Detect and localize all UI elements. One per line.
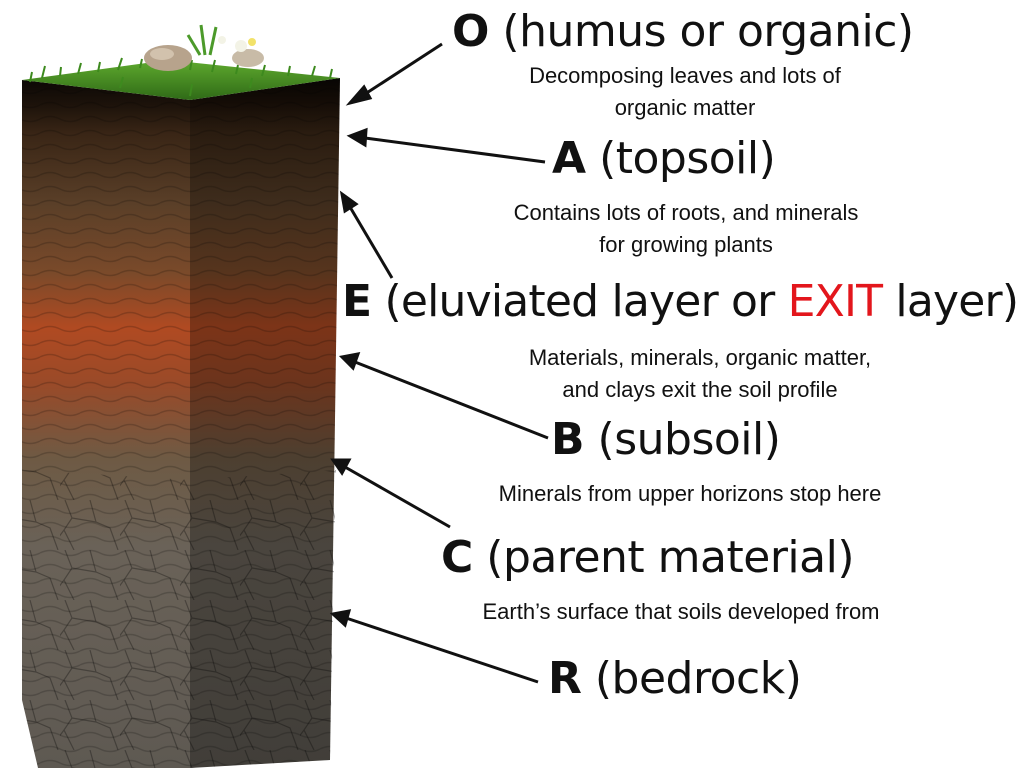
horizon-o-name: (humus or organic) bbox=[502, 6, 914, 57]
horizon-e-name-after: layer) bbox=[882, 276, 1019, 327]
horizon-o-desc-line-2: organic matter bbox=[614, 95, 756, 120]
horizon-r-label: R (bedrock) bbox=[548, 653, 802, 705]
horizon-c-label: C (parent material) bbox=[441, 532, 854, 584]
horizon-r-letter: R bbox=[548, 653, 582, 704]
horizon-e-desc-line-1: Materials, minerals, organic matter, bbox=[528, 345, 872, 370]
horizon-e-desc-line-2: and clays exit the soil profile bbox=[562, 377, 838, 402]
horizon-e-exit-highlight: EXIT bbox=[787, 276, 883, 327]
horizon-o-desc-line-1: Decomposing leaves and lots of bbox=[529, 63, 841, 88]
arrow-r bbox=[329, 609, 539, 684]
horizon-a-label: A (topsoil) bbox=[552, 133, 776, 185]
horizon-a-desc-line-2: for growing plants bbox=[599, 232, 773, 257]
horizon-o-label: O (humus or organic) bbox=[452, 6, 914, 58]
arrow-e bbox=[339, 190, 394, 279]
horizon-b-letter: B bbox=[551, 414, 585, 465]
horizon-e-letter: E bbox=[342, 276, 372, 327]
horizon-e-name-before: (eluviated layer or bbox=[384, 276, 788, 327]
arrow-b bbox=[338, 352, 549, 440]
horizon-c-desc-line-1: Earth’s surface that soils developed fro… bbox=[482, 599, 880, 624]
horizon-a-letter: A bbox=[552, 133, 586, 184]
grass-icon bbox=[29, 54, 333, 97]
horizon-c-name: (parent material) bbox=[486, 532, 854, 583]
horizon-e-description: Materials, minerals, organic matter, and… bbox=[480, 342, 920, 406]
horizon-a-desc-line-1: Contains lots of roots, and minerals bbox=[513, 200, 859, 225]
horizon-b-desc-line-1: Minerals from upper horizons stop here bbox=[498, 481, 882, 506]
horizon-a-name: (topsoil) bbox=[599, 133, 776, 184]
horizon-o-description: Decomposing leaves and lots of organic m… bbox=[470, 60, 900, 124]
horizon-o-letter: O bbox=[452, 6, 489, 57]
horizon-b-label: B (subsoil) bbox=[551, 414, 781, 466]
horizon-b-description: Minerals from upper horizons stop here bbox=[450, 478, 930, 510]
horizon-a-description: Contains lots of roots, and minerals for… bbox=[466, 197, 906, 261]
horizon-c-description: Earth’s surface that soils developed fro… bbox=[436, 596, 926, 628]
horizon-b-name: (subsoil) bbox=[597, 414, 781, 465]
horizon-r-name: (bedrock) bbox=[594, 653, 802, 704]
flower-icon bbox=[186, 24, 256, 56]
rock-icon bbox=[144, 45, 264, 71]
arrow-a bbox=[346, 127, 546, 164]
horizon-e-label: E (eluviated layer or EXIT layer) bbox=[342, 276, 1019, 328]
arrow-o bbox=[345, 42, 443, 106]
arrow-c bbox=[330, 458, 451, 529]
horizon-c-letter: C bbox=[441, 532, 473, 583]
